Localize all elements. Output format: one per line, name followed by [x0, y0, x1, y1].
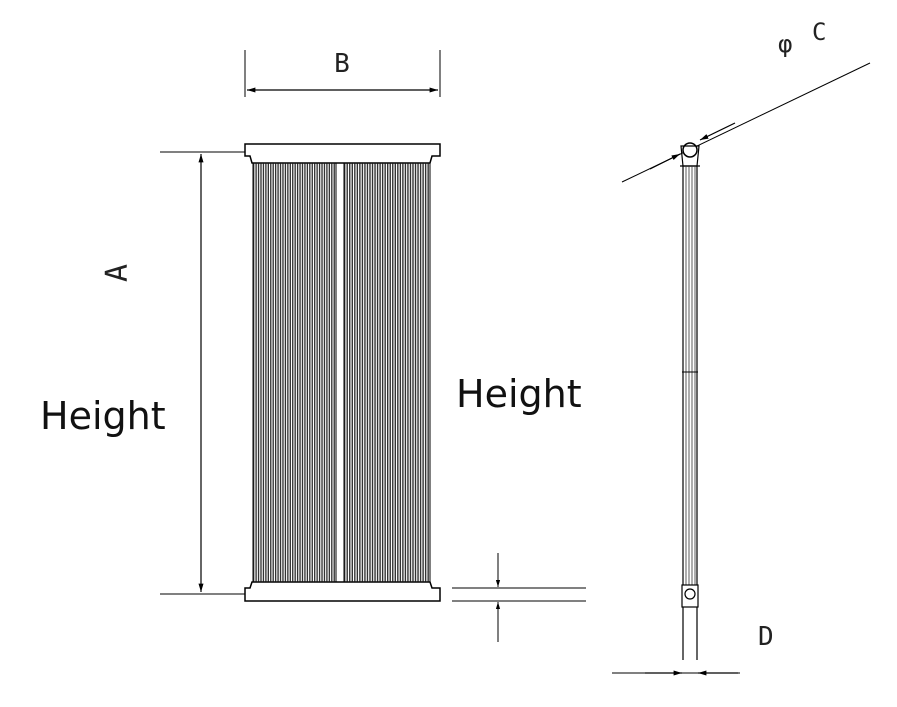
fiber-strand — [277, 163, 279, 582]
fiber-strand — [316, 163, 318, 582]
fiber-strand — [255, 163, 257, 582]
fiber-strand — [267, 163, 269, 582]
fiber-strand — [260, 163, 262, 582]
fiber-strand — [318, 163, 321, 582]
fiber-strand — [379, 163, 381, 582]
fiber-strand — [389, 163, 391, 582]
diameter-label: C — [812, 18, 826, 46]
fiber-strand — [397, 163, 399, 582]
fiber-strand — [349, 163, 351, 582]
fiber-strand — [371, 163, 374, 582]
bundle-outline-right — [343, 162, 431, 583]
fiber-strand — [374, 163, 376, 582]
fiber-strand — [253, 163, 255, 582]
fiber-strand — [381, 163, 384, 582]
fiber-strand — [326, 163, 328, 582]
fiber-strand — [333, 163, 335, 582]
side-view: φ C D — [612, 18, 871, 676]
fiber-strand — [376, 163, 379, 582]
fiber-bundle-left — [253, 163, 335, 582]
fiber-strand — [361, 163, 364, 582]
fiber-strand — [274, 163, 277, 582]
fiber-strand — [346, 163, 348, 582]
diameter-arrow-right — [699, 122, 736, 141]
fiber-strand — [404, 163, 407, 582]
fiber-strand — [311, 163, 313, 582]
fiber-strand — [407, 163, 409, 582]
fiber-strand — [279, 163, 282, 582]
fiber-strand — [356, 163, 359, 582]
fiber-strand — [257, 163, 260, 582]
fiber-strand — [354, 163, 356, 582]
fiber-bundle-right — [344, 163, 429, 582]
fiber-strand — [427, 163, 429, 582]
fiber-strand — [292, 163, 294, 582]
fiber-strand — [412, 163, 414, 582]
fiber-strand — [304, 163, 306, 582]
fiber-strand — [282, 163, 284, 582]
fiber-strand — [270, 163, 272, 582]
front-view — [244, 143, 441, 602]
fiber-strand — [394, 163, 396, 582]
fiber-strand — [409, 163, 412, 582]
fiber-strand — [294, 163, 296, 582]
diameter-symbol: φ — [778, 30, 792, 58]
fiber-strand — [323, 163, 326, 582]
diameter-arrow-left — [649, 153, 681, 170]
top-header — [244, 143, 441, 164]
fiber-strand — [387, 163, 389, 582]
fiber-strand — [399, 163, 402, 582]
bundle-outline-left — [252, 162, 337, 583]
side-tube — [682, 166, 698, 585]
fiber-strand — [314, 163, 316, 582]
fiber-strand — [321, 163, 323, 582]
fiber-strand — [265, 163, 267, 582]
fiber-strand — [369, 163, 371, 582]
fiber-strand — [328, 163, 331, 582]
bottom-header — [244, 581, 441, 602]
fiber-strand — [309, 163, 311, 582]
fiber-strand — [272, 163, 274, 582]
fiber-strand — [366, 163, 369, 582]
fiber-strand — [296, 163, 299, 582]
fiber-strand — [392, 163, 394, 582]
fiber-strand — [344, 163, 346, 582]
fiber-strand — [424, 163, 427, 582]
fiber-strand — [359, 163, 361, 582]
fiber-strand — [306, 163, 309, 582]
height-label-left: Height — [40, 394, 166, 438]
bottom-fitting-circle — [684, 588, 696, 600]
fiber-strand — [417, 163, 419, 582]
fiber-strand — [331, 163, 333, 582]
dimension-a: A — [100, 151, 245, 595]
fiber-strand — [284, 163, 287, 582]
fiber-strand — [262, 163, 265, 582]
dimension-b-label: B — [334, 49, 350, 79]
fiber-strand — [384, 163, 386, 582]
fiber-strand — [414, 163, 417, 582]
fiber-strand — [402, 163, 404, 582]
fiber-strand — [351, 163, 353, 582]
fiber-strand — [289, 163, 291, 582]
header-thickness-dimension — [452, 553, 586, 642]
dimension-d-label: D — [758, 622, 774, 652]
dimension-b: B — [244, 49, 441, 97]
dimension-a-label: A — [100, 264, 135, 282]
fiber-strand — [299, 163, 301, 582]
fiber-strand — [364, 163, 366, 582]
fiber-strand — [422, 163, 424, 582]
fiber-strand — [301, 163, 304, 582]
height-label-mid: Height — [456, 372, 582, 416]
fiber-strand — [287, 163, 289, 582]
fiber-strand — [419, 163, 422, 582]
top-fitting-circle — [682, 142, 698, 158]
